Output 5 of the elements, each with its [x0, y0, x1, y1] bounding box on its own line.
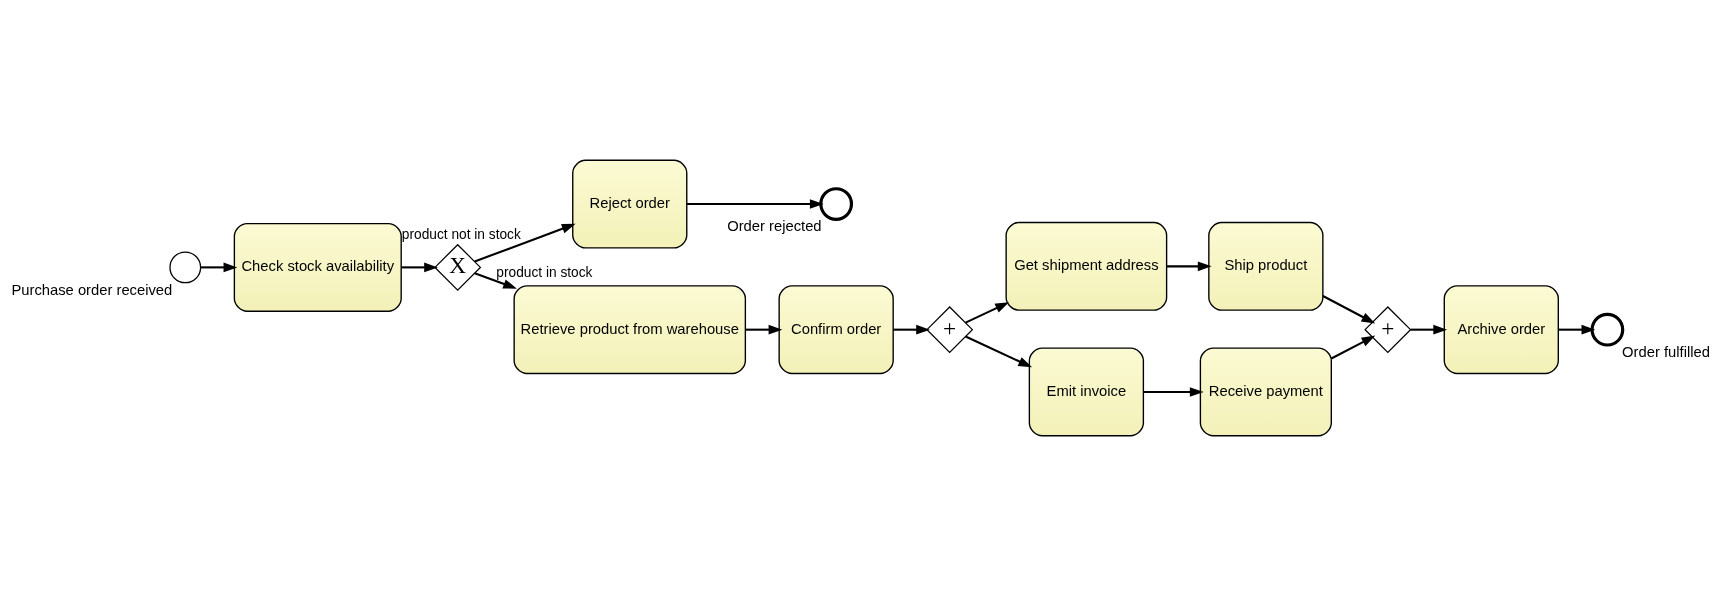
- node-label: Order rejected: [727, 218, 822, 235]
- edge-label: product not in stock: [401, 227, 521, 243]
- node-label: Order fulfilled: [1622, 343, 1710, 360]
- edge-label: product in stock: [496, 264, 593, 280]
- node-label: Purchase order received: [11, 281, 173, 298]
